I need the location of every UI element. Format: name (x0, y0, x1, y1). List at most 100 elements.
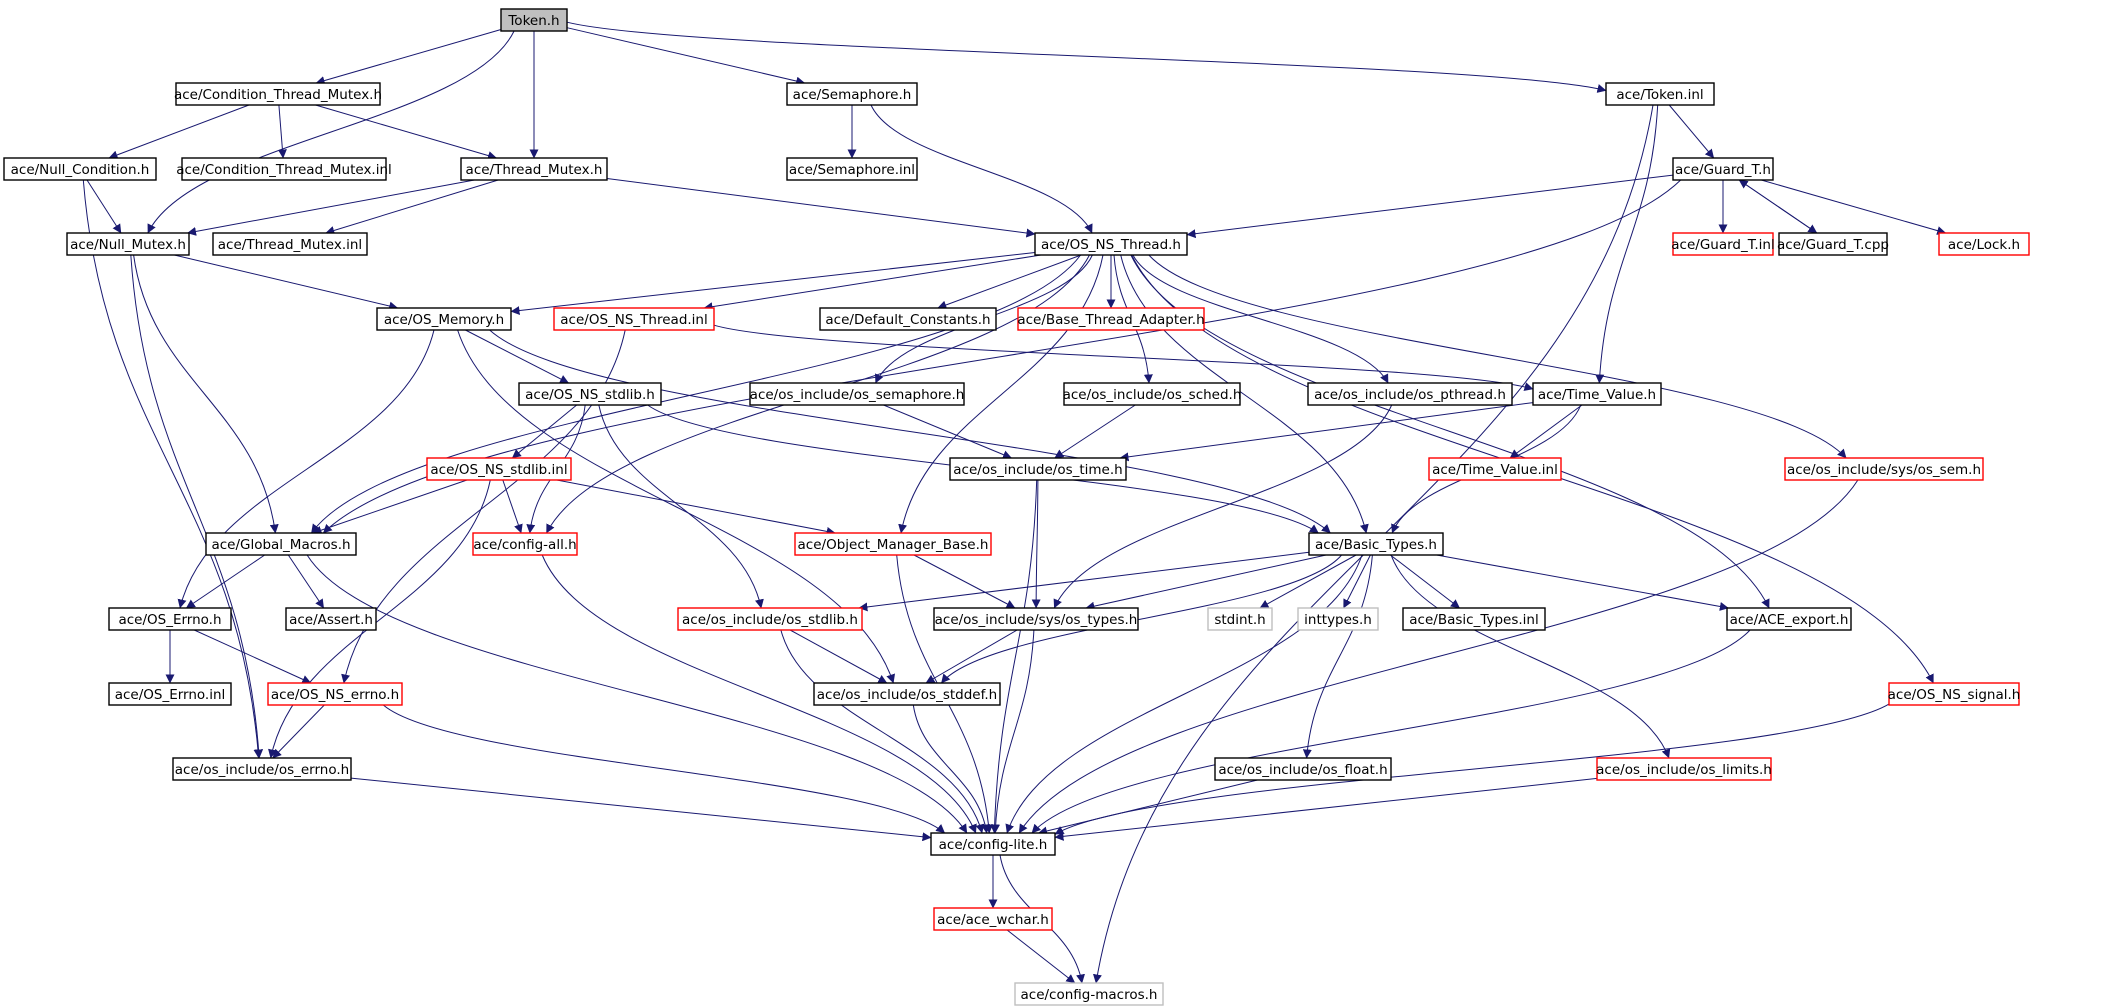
edge-os_ns_thread_inl-to-time_value_h (713, 324, 1534, 391)
node-box (66, 232, 190, 256)
node-os_stdlib_h[interactable]: ace/os_include/os_stdlib.h (677, 607, 863, 631)
node-sys_os_sem_h[interactable]: ace/os_include/sys/os_sem.h (1784, 457, 1984, 481)
edge-thread_mutex_h-to-thread_mutex_inl (325, 179, 499, 235)
node-os_ns_errno_h[interactable]: ace/OS_NS_errno.h (267, 682, 403, 706)
node-cond_thread_mutex_h[interactable]: ace/Condition_Thread_Mutex.h (174, 82, 382, 106)
node-os_include_errno_h[interactable]: ace/os_include/os_errno.h (172, 757, 352, 781)
node-token_h[interactable]: Token.h (500, 8, 568, 32)
node-os_ns_stdlib_h[interactable]: ace/OS_NS_stdlib.h (518, 382, 662, 406)
node-stdint_h[interactable]: stdint.h (1207, 607, 1273, 631)
node-default_constants_h[interactable]: ace/Default_Constants.h (819, 307, 997, 331)
node-box (949, 457, 1127, 481)
node-guard_t_h[interactable]: ace/Guard_T.h (1672, 157, 1774, 181)
edge-os_ns_stdlib_inl-to-object_manager_base_h (556, 479, 836, 536)
node-os_memory_h[interactable]: ace/OS_Memory.h (376, 307, 512, 331)
node-basic_types_h[interactable]: ace/Basic_Types.h (1308, 532, 1444, 556)
node-label: ace/os_include/os_limits.h (1596, 762, 1772, 778)
node-label: stdint.h (1214, 612, 1265, 628)
edge-sys_os_sem_h-to-config_lite_h (1018, 479, 1859, 834)
node-box (212, 232, 368, 256)
node-box (933, 907, 1053, 931)
node-os_pthread_h[interactable]: ace/os_include/os_pthread.h (1307, 382, 1513, 406)
node-label: ace/config-macros.h (1021, 987, 1158, 1003)
node-os_ns_stdlib_inl[interactable]: ace/OS_NS_stdlib.inl (426, 457, 572, 481)
edge-os_ns_stdlib_inl-to-global_macros_h (312, 479, 468, 535)
edge-os_ns_stdlib_h-to-os_ns_stdlib_inl (511, 404, 578, 459)
node-box (1017, 307, 1205, 331)
node-basic_types_inl[interactable]: ace/Basic_Types.inl (1402, 607, 1546, 631)
node-label: ace/ace_wchar.h (937, 912, 1049, 928)
edge-os_ns_thread_h-to-default_constants_h (937, 254, 1082, 310)
node-os_ns_signal_h[interactable]: ace/OS_NS_signal.h (1888, 682, 2021, 706)
node-label: ace/OS_Errno.inl (115, 687, 226, 703)
node-box (1063, 382, 1241, 406)
node-thread_mutex_h[interactable]: ace/Thread_Mutex.h (460, 157, 608, 181)
node-null_condition_h[interactable]: ace/Null_Condition.h (3, 157, 157, 181)
node-box (553, 307, 715, 331)
node-os_errno_h[interactable]: ace/OS_Errno.h (108, 607, 232, 631)
node-box (786, 157, 918, 181)
node-os_limits_h[interactable]: ace/os_include/os_limits.h (1596, 757, 1772, 781)
node-thread_mutex_inl[interactable]: ace/Thread_Mutex.inl (212, 232, 368, 256)
node-ace_export_h[interactable]: ace/ACE_export.h (1726, 607, 1852, 631)
node-global_macros_h[interactable]: ace/Global_Macros.h (205, 532, 357, 556)
node-label: ace/Time_Value.h (1538, 387, 1656, 403)
node-config_macros_h[interactable]: ace/config-macros.h (1014, 982, 1164, 1006)
node-box (1214, 757, 1392, 781)
node-label: ace/Condition_Thread_Mutex.inl (176, 162, 392, 178)
node-cond_thread_mutex_inl[interactable]: ace/Condition_Thread_Mutex.inl (176, 157, 392, 181)
node-box (108, 682, 232, 706)
node-box (285, 607, 377, 631)
node-os_ns_thread_inl[interactable]: ace/OS_NS_Thread.inl (553, 307, 715, 331)
edge-config_all_h-to-config_lite_h (541, 554, 977, 834)
node-os_semaphore_h[interactable]: ace/os_include/os_semaphore.h (749, 382, 965, 406)
node-label: ace/Thread_Mutex.h (466, 162, 603, 178)
node-semaphore_inl[interactable]: ace/Semaphore.inl (786, 157, 918, 181)
edge-cond_thread_mutex_h-to-null_condition_h (108, 104, 250, 160)
node-ace_wchar_h[interactable]: ace/ace_wchar.h (933, 907, 1053, 931)
node-box (1428, 457, 1562, 481)
node-label: ace/OS_NS_stdlib.h (525, 387, 655, 403)
node-label: ace/Base_Thread_Adapter.h (1017, 312, 1204, 328)
edge-os_stddef_h-to-config_lite_h (912, 704, 990, 834)
node-guard_t_inl[interactable]: ace/Guard_T.inl (1671, 232, 1775, 256)
edge-token_h-to-null_mutex_h (147, 30, 515, 234)
edge-global_macros_h-to-os_errno_h (185, 554, 265, 609)
node-lock_h[interactable]: ace/Lock.h (1938, 232, 2030, 256)
node-os_errno_inl[interactable]: ace/OS_Errno.inl (108, 682, 232, 706)
node-semaphore_h[interactable]: ace/Semaphore.h (786, 82, 918, 106)
edge-guard_t_h-to-lock_h (1761, 179, 1947, 235)
node-box (1014, 982, 1164, 1006)
node-config_all_h[interactable]: ace/config-all.h (472, 532, 578, 556)
node-time_value_h[interactable]: ace/Time_Value.h (1532, 382, 1662, 406)
edge-os_time_h-to-config_lite_h (990, 479, 1038, 834)
node-null_mutex_h[interactable]: ace/Null_Mutex.h (66, 232, 190, 256)
node-os_stddef_h[interactable]: ace/os_include/os_stddef.h (813, 682, 1001, 706)
node-token_inl[interactable]: ace/Token.inl (1605, 82, 1715, 106)
node-os_sched_h[interactable]: ace/os_include/os_sched.h (1063, 382, 1242, 406)
node-label: ace/os_include/os_stdlib.h (682, 612, 858, 628)
node-label: ace/Basic_Types.h (1315, 537, 1437, 553)
node-config_lite_h[interactable]: ace/config-lite.h (930, 832, 1056, 856)
node-os_ns_thread_h[interactable]: ace/OS_NS_Thread.h (1034, 232, 1188, 256)
edge-os_limits_h-to-config_lite_h (1054, 777, 1598, 841)
node-os_time_h[interactable]: ace/os_include/os_time.h (949, 457, 1127, 481)
node-box (175, 82, 381, 106)
node-assert_h[interactable]: ace/Assert.h (285, 607, 377, 631)
node-label: ace/Assert.h (289, 612, 373, 628)
node-box (1034, 232, 1188, 256)
node-label: ace/Guard_T.cpp (1777, 237, 1889, 253)
edge-os_ns_thread_h-to-basic_types_h (1120, 254, 1369, 534)
edge-basic_types_h-to-os_limits_h (1390, 554, 1671, 759)
node-os_float_h[interactable]: ace/os_include/os_float.h (1214, 757, 1392, 781)
node-object_manager_base_h[interactable]: ace/Object_Manager_Base.h (794, 532, 992, 556)
node-base_thread_adapter_h[interactable]: ace/Base_Thread_Adapter.h (1017, 307, 1205, 331)
edge-null_mutex_h-to-os_memory_h (174, 254, 399, 311)
edge-basic_types_h-to-inttypes_h (1343, 554, 1371, 609)
edge-sys_os_types_h-to-config_lite_h (991, 629, 1035, 834)
edge-global_macros_h-to-assert_h (287, 554, 325, 609)
node-inttypes_h[interactable]: inttypes.h (1297, 607, 1379, 631)
node-time_value_inl[interactable]: ace/Time_Value.inl (1428, 457, 1562, 481)
node-guard_t_cpp[interactable]: ace/Guard_T.cpp (1777, 232, 1889, 256)
node-sys_os_types_h[interactable]: ace/os_include/sys/os_types.h (933, 607, 1139, 631)
